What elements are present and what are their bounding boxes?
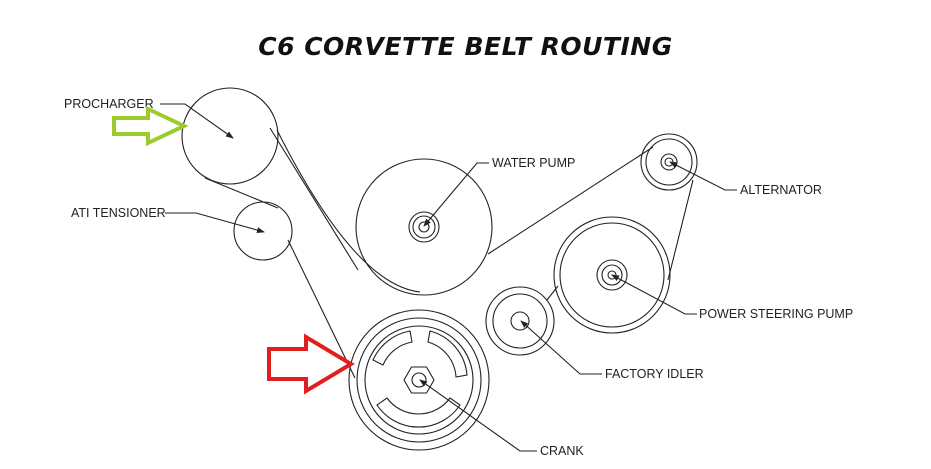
- serpentine-belt: [204, 127, 694, 379]
- factory-idler-pulley: [485, 286, 555, 356]
- label-factory-idler: FACTORY IDLER: [605, 367, 704, 381]
- crank-pulley: [348, 309, 490, 451]
- procharger-pulley: [181, 87, 279, 185]
- label-ati-tensioner: ATI TENSIONER: [71, 206, 166, 220]
- page-title: C6 CORVETTE BELT ROUTING: [258, 32, 673, 61]
- label-water-pump: WATER PUMP: [492, 156, 575, 170]
- leader-lines: [160, 103, 737, 452]
- label-procharger: PROCHARGER: [64, 97, 154, 111]
- water-pump-pulley: [355, 158, 493, 296]
- alternator-pulley: [640, 133, 698, 191]
- ati-tensioner-pulley: [233, 201, 293, 261]
- red-arrow-icon: [267, 333, 355, 395]
- label-crank: CRANK: [540, 444, 584, 458]
- label-alternator: ALTERNATOR: [740, 183, 822, 197]
- power-steering-pump-pulley: [553, 216, 671, 334]
- green-arrow-icon: [112, 105, 189, 147]
- label-power-steering-pump: POWER STEERING PUMP: [699, 307, 853, 321]
